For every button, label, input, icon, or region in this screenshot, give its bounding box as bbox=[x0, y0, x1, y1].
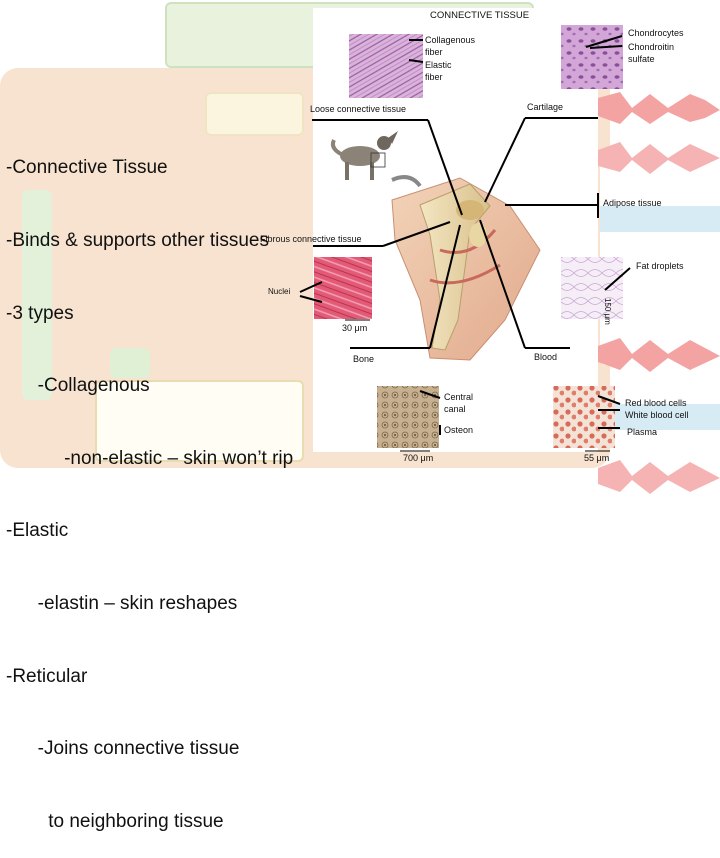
white-blood-cell-label: White blood cell bbox=[625, 410, 689, 420]
loose-connective-label: Loose connective tissue bbox=[310, 104, 407, 114]
bone-micrograph bbox=[377, 386, 439, 448]
elastic-fiber-label: Elastic fiber bbox=[425, 60, 452, 82]
plasma-label: Plasma bbox=[627, 427, 658, 437]
bg-inner-green bbox=[22, 190, 52, 400]
bullet-line: -Collagenous bbox=[6, 375, 150, 397]
connective-tissue-figure bbox=[299, 25, 631, 452]
bullet-line: -elastin – skin reshapes bbox=[6, 593, 238, 615]
blood-label: Blood bbox=[534, 352, 558, 362]
red-zigzag-arrow-3 bbox=[598, 338, 720, 372]
figure-title: CONNECTIVE TISSUE bbox=[430, 10, 530, 21]
limb-illustration bbox=[391, 177, 541, 361]
nuclei-label: Nuclei bbox=[268, 287, 291, 296]
collagenous-fiber-label: Collagenous fiber bbox=[425, 35, 476, 57]
loose-connective-micrograph bbox=[349, 34, 423, 98]
label-pointers bbox=[299, 35, 631, 435]
bullet-line: -Joins connective tissue bbox=[6, 738, 240, 760]
bullet-line: -Binds & supports other tissues bbox=[6, 230, 269, 252]
blue-band-1 bbox=[600, 206, 720, 232]
scale-fibrous-label: 30 μm bbox=[342, 323, 368, 333]
fibrous-connective-label: Fibrous connective tissue bbox=[260, 234, 362, 244]
bullet-line: -Reticular bbox=[6, 665, 88, 687]
bg-lower-box bbox=[95, 380, 304, 462]
adipose-tissue-label: Adipose tissue bbox=[603, 198, 662, 208]
chondrocytes-label: Chondrocytes bbox=[628, 28, 684, 38]
bullet-line: -Connective Tissue bbox=[6, 157, 168, 179]
bone-label: Bone bbox=[353, 354, 375, 364]
red-zigzag-arrow-1 bbox=[598, 92, 720, 124]
chondroitin-sulfate-label: Chondroitin sulfate bbox=[628, 42, 675, 64]
wolf-callout-box bbox=[370, 152, 386, 168]
scale-blood-label: 55 μm bbox=[584, 453, 610, 463]
blue-band-2 bbox=[600, 404, 720, 430]
fat-droplets-label: Fat droplets bbox=[636, 261, 684, 271]
osteon-label: Osteon bbox=[444, 425, 474, 435]
bullet-line: -non-elastic – skin won’t rip bbox=[6, 447, 294, 469]
red-blood-cells-label: Red blood cells bbox=[625, 398, 687, 408]
red-zigzag-arrow-4 bbox=[598, 460, 720, 494]
bg-green-arrow bbox=[110, 348, 150, 378]
fibrous-micrograph bbox=[314, 257, 372, 319]
bullet-line: to neighboring tissue bbox=[6, 810, 224, 832]
wolf-zoom-arrow bbox=[391, 175, 422, 188]
bullet-line: -3 types bbox=[6, 302, 74, 324]
bullet-line: -Elastic bbox=[6, 520, 69, 542]
scale-bone-label: 700 μm bbox=[403, 453, 434, 463]
central-canal-label: Central canal bbox=[444, 392, 474, 414]
scale-adipose-label: 150 μm bbox=[603, 298, 612, 325]
red-zigzag-arrow-2 bbox=[598, 142, 720, 174]
blood-micrograph bbox=[553, 386, 615, 448]
adipose-micrograph bbox=[561, 257, 623, 319]
wolf-illustration bbox=[330, 131, 398, 180]
leader-lines bbox=[312, 39, 599, 349]
bg-cream-box bbox=[205, 92, 304, 136]
cartilage-label: Cartilage bbox=[527, 102, 564, 112]
cartilage-micrograph bbox=[561, 25, 623, 89]
background-arrows bbox=[598, 92, 720, 494]
